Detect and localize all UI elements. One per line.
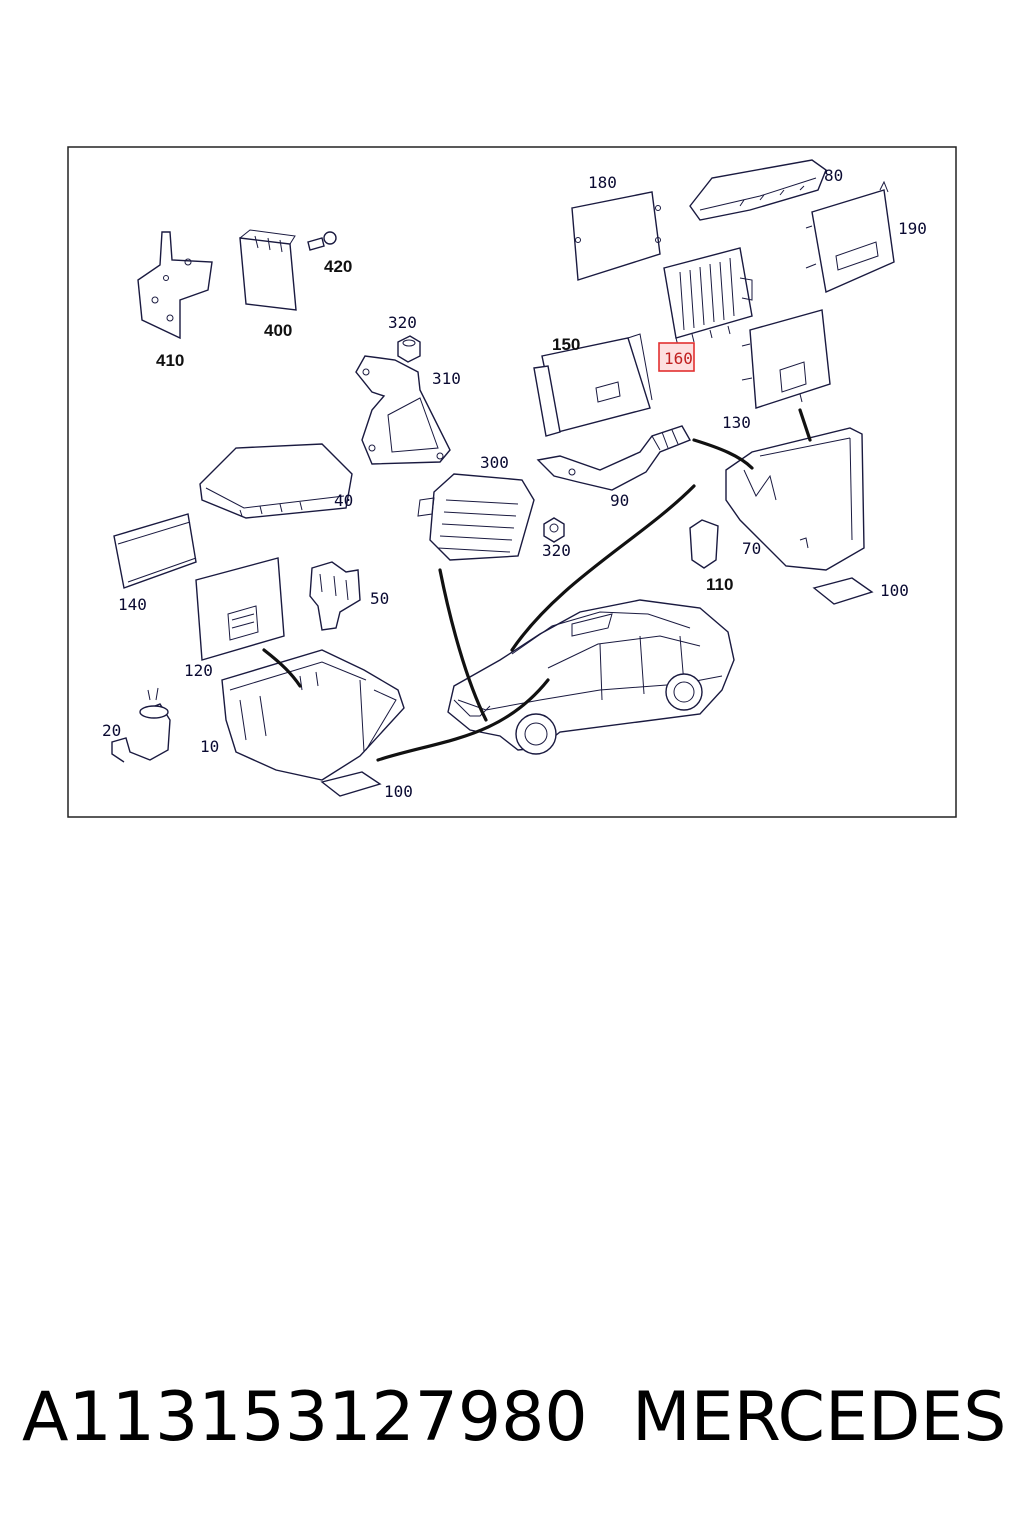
part-180-module — [571, 191, 661, 281]
part-50-connector — [309, 561, 361, 631]
caption-bar: A113153127980 MERCEDES — [0, 1378, 1024, 1468]
callout-160: 160 — [664, 349, 693, 368]
part-110-switch — [689, 519, 719, 569]
part-320-nut-lower — [543, 517, 565, 543]
callout-310: 310 — [432, 369, 461, 388]
callout-100-left: 100 — [384, 782, 413, 801]
callout-120: 120 — [184, 661, 213, 680]
part-100-filter-left — [320, 771, 382, 797]
car-illustration — [447, 599, 735, 755]
callout-420: 420 — [324, 257, 352, 276]
callout-130: 130 — [722, 413, 751, 432]
callout-140: 140 — [118, 595, 147, 614]
callout-150: 150 — [552, 335, 580, 354]
part-10-box — [221, 649, 405, 781]
part-420-screw — [307, 231, 337, 251]
callout-90: 90 — [610, 491, 629, 510]
callout-80: 80 — [824, 166, 843, 185]
callout-320-lower: 320 — [542, 541, 571, 560]
part-70-box — [725, 427, 865, 571]
part-400-module — [239, 229, 297, 311]
part-80-module — [689, 159, 827, 221]
callout-300: 300 — [480, 453, 509, 472]
part-90-duct — [536, 425, 692, 491]
part-120-module — [195, 557, 285, 661]
part-160-amplifier — [663, 247, 753, 347]
part-140-module — [113, 513, 197, 589]
arrows — [262, 408, 812, 762]
part-320-nut — [397, 335, 421, 363]
part-100-filter-right — [812, 577, 874, 605]
callout-100-right: 100 — [880, 581, 909, 600]
highlight-box-160 — [658, 342, 695, 372]
part-130-module — [741, 309, 831, 409]
callout-20: 20 — [102, 721, 121, 740]
callout-410: 410 — [156, 351, 184, 370]
callout-320-top: 320 — [388, 313, 417, 332]
part-300-amplifier — [417, 473, 535, 561]
callout-50: 50 — [370, 589, 389, 608]
part-150-module — [533, 333, 653, 437]
part-190-module — [805, 180, 895, 294]
callout-70: 70 — [742, 539, 761, 558]
callout-180: 180 — [588, 173, 617, 192]
callout-110: 110 — [706, 575, 733, 594]
callout-10: 10 — [200, 737, 219, 756]
part-number-text: A113153127980 — [22, 1378, 588, 1457]
brand-text: MERCEDES — [632, 1378, 1007, 1457]
callout-40: 40 — [334, 491, 353, 510]
part-410-bracket — [137, 231, 213, 340]
callout-190: 190 — [898, 219, 927, 238]
part-40-unit — [199, 443, 353, 519]
part-310-bracket — [355, 355, 451, 465]
part-20-pump — [111, 687, 171, 763]
callout-400: 400 — [264, 321, 292, 340]
